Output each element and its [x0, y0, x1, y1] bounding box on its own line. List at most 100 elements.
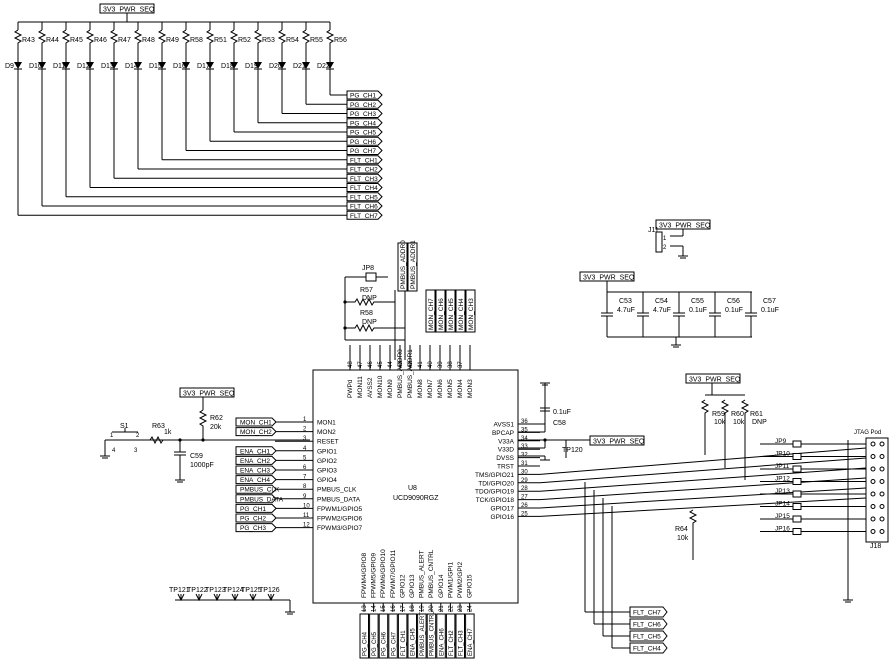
mon-tag: [455, 289, 466, 333]
pin-name: AVSS2: [367, 377, 374, 398]
pin-number: 18: [410, 605, 416, 612]
pin-name: GPIO2: [317, 458, 337, 465]
net-tag: [235, 446, 277, 456]
testpoint-label: TP122: [187, 587, 208, 594]
net-tag-label: ENA_CH7: [468, 628, 474, 656]
svg-text:4: 4: [112, 448, 116, 454]
net-tag-label: FLT_CH5: [350, 194, 378, 201]
jumper-label: JP12: [775, 476, 790, 483]
mon-tag: [445, 289, 456, 333]
resistor-label: R46: [94, 37, 107, 44]
net-tag: [455, 613, 465, 659]
cap-val: 0.1uF: [725, 307, 743, 314]
led-label: D9: [5, 63, 14, 70]
resistor-label: R48: [142, 37, 155, 44]
svg-text:2: 2: [663, 245, 667, 251]
net-tag-label: PG_CH5: [350, 130, 376, 137]
pin-number: 41: [418, 361, 424, 368]
resistor-0: [13, 29, 23, 52]
pin-name: TMS/GPIO21: [475, 472, 514, 479]
pin-name: TCK/GPIO18: [476, 497, 515, 504]
pin-number: 19: [420, 605, 426, 612]
pin-number: 26: [521, 503, 528, 509]
pin-name: DVSS: [496, 455, 514, 462]
net-tag: [417, 613, 427, 659]
pin-number: 24: [468, 605, 474, 612]
addr-tag-label: PMBUS_ADDR0: [400, 240, 407, 289]
supply-tag-jtag: [685, 373, 741, 384]
net-tag: [465, 613, 475, 659]
pin-name: MON5: [447, 379, 454, 398]
net-tag-label: ENA_CH1: [240, 448, 270, 455]
pin-name: GPIO15: [467, 574, 474, 598]
jp8-body: [365, 272, 377, 282]
testpoint-label: TP126: [259, 587, 280, 594]
pin-name: PMBUS_CLK: [317, 487, 357, 494]
pin-number: 48: [348, 361, 354, 368]
testpoint-label: TP121: [169, 587, 190, 594]
pin-name: FPWM3/GPIO7: [317, 525, 363, 532]
pin-name: GPIO4: [317, 477, 337, 484]
resistor-8: [205, 29, 215, 52]
pin-name: FPWM5/GPIO9: [371, 552, 378, 598]
pin-name: V33D: [498, 447, 515, 454]
flt-tag: [629, 606, 668, 618]
led-symbol: [38, 62, 46, 69]
led-label: D14: [125, 63, 138, 70]
resistor-label: R45: [70, 37, 83, 44]
net-tag-label: PG_CH3: [350, 111, 376, 118]
addr-tag: [407, 242, 418, 292]
pin-name: PMBUS_CNTRL: [428, 549, 435, 598]
net-tag-label: ENA_CH2: [240, 458, 270, 465]
net-tag: [235, 417, 277, 427]
r57-val: DNP: [362, 295, 377, 302]
pin-number: 2: [303, 427, 307, 433]
net-tag: [346, 127, 383, 137]
net-tag-label: FLT_CH3: [459, 630, 465, 656]
led-symbol: [254, 62, 262, 69]
pin-number: 30: [521, 469, 528, 475]
resistor-1: [37, 29, 47, 52]
r63-val: 1k: [164, 429, 172, 436]
resistor-label: R52: [238, 37, 251, 44]
r61-ref: R61: [750, 411, 763, 418]
net-tag-label: ENA_CH3: [240, 468, 270, 475]
pin-number: 1: [303, 417, 307, 423]
net-tag: [235, 503, 277, 513]
svg-text:3: 3: [134, 448, 138, 454]
pin-number: 9: [303, 494, 307, 500]
led-label: D17: [197, 63, 210, 70]
j18-ref: J18: [870, 543, 881, 550]
net-tag-label: PG_CH5: [372, 631, 378, 656]
r59-val: 10k: [714, 419, 726, 426]
jtag-title: JTAG Pod: [854, 430, 881, 436]
led-label: D10: [29, 63, 42, 70]
r64-val: 10k: [677, 535, 689, 542]
addr-tag: [397, 242, 408, 292]
net-tag-label: PMBUS_CNTRL: [430, 611, 436, 656]
jumper: [792, 503, 802, 510]
net-tag-label: PG_CH6: [382, 631, 388, 656]
resistor-label: R58: [190, 37, 203, 44]
flt-tag-label: FLT_CH7: [633, 610, 661, 617]
flt-tag: [629, 642, 668, 654]
jumper: [792, 478, 802, 485]
led-label: D18: [221, 63, 234, 70]
net-tag-label: PG_CH2: [350, 102, 376, 109]
jumper-label: JP14: [775, 501, 790, 508]
pin-name: MON6: [437, 379, 444, 398]
led-symbol: [62, 62, 70, 69]
net-tag-label: FLT_CH4: [350, 185, 378, 192]
net-tag: [346, 136, 383, 146]
pin-name: MON7: [427, 379, 434, 398]
pin-name: MON4: [457, 379, 464, 398]
pin-number: 42: [408, 361, 414, 368]
net-tag: [346, 118, 383, 128]
led-symbol: [206, 62, 214, 69]
led-label: D13: [101, 63, 114, 70]
pin-number: 27: [521, 495, 528, 501]
cap-val: 0.1uF: [761, 307, 779, 314]
pin-number: 46: [368, 361, 374, 368]
r62-val: 20k: [210, 424, 222, 431]
pin-name: MON11: [357, 376, 364, 398]
